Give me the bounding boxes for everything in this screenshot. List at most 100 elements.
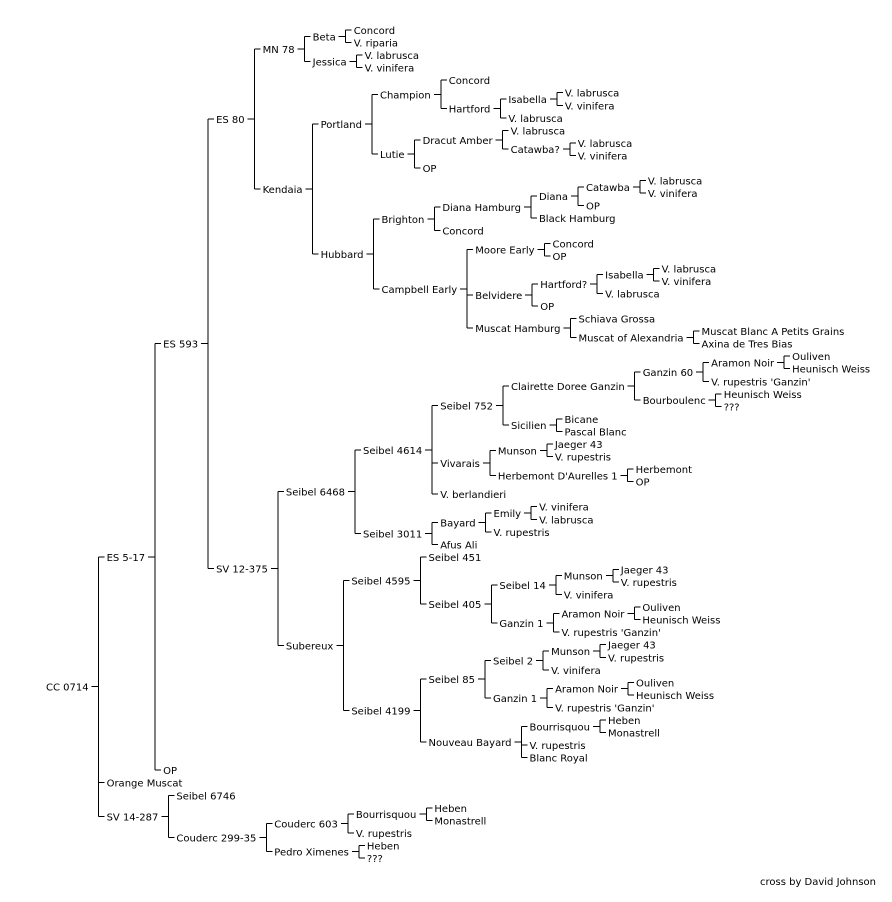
- node-v-rupestris: V. rupestris: [494, 528, 550, 539]
- node-heben: Heben: [434, 804, 467, 815]
- node-schiava-grossa: Schiava Grossa: [578, 315, 655, 326]
- node-munson: Munson: [564, 572, 603, 583]
- node-blanc-royal: Blanc Royal: [529, 754, 587, 765]
- node-concord: Concord: [354, 26, 395, 37]
- node-v-labrusca: V. labrusca: [648, 177, 702, 188]
- node-op: OP: [553, 252, 567, 263]
- node-seibel-6746: Seibel 6746: [176, 791, 235, 802]
- node-v-labrusca: V. labrusca: [662, 264, 716, 275]
- node-muscat-blanc-a-petits-grains: Muscat Blanc A Petits Grains: [702, 327, 845, 338]
- node-kendaia: Kendaia: [263, 185, 303, 196]
- node-catawba: Catawba: [586, 183, 630, 194]
- node-op: OP: [423, 164, 437, 175]
- node-munson: Munson: [498, 446, 537, 457]
- node-aramon-noir: Aramon Noir: [561, 609, 625, 620]
- node-v-rupestris-ganzin: V. rupestris 'Ganzin': [555, 703, 654, 714]
- node-ouliven: Ouliven: [636, 678, 674, 689]
- node-ouliven: Ouliven: [792, 352, 830, 363]
- node-portland: Portland: [321, 120, 362, 131]
- node-lutie: Lutie: [380, 150, 405, 161]
- node-clairette-doree-ganzin: Clairette Doree Ganzin: [511, 382, 625, 393]
- node-v-rupestris-ganzin: V. rupestris 'Ganzin': [711, 377, 810, 388]
- node-es-593: ES 593: [163, 340, 198, 351]
- node-bayard: Bayard: [440, 518, 475, 529]
- node-es-80: ES 80: [216, 115, 245, 126]
- node-heunisch-weiss: Heunisch Weiss: [642, 616, 720, 627]
- node-mn-78: MN 78: [263, 45, 295, 56]
- node-v-vinifera: V. vinifera: [578, 151, 628, 162]
- node-seibel-2: Seibel 2: [493, 656, 533, 667]
- node-v-rupestris: V. rupestris: [529, 741, 585, 752]
- node-bicane: Bicane: [564, 415, 598, 426]
- node-sv-14-287: SV 14-287: [107, 812, 159, 823]
- node-nouveau-bayard: Nouveau Bayard: [429, 738, 512, 749]
- node-isabella: Isabella: [605, 271, 643, 282]
- node-ganzin-1: Ganzin 1: [493, 694, 537, 705]
- node-op: OP: [163, 766, 177, 777]
- node-bourboulenc: Bourboulenc: [643, 396, 706, 407]
- node-jaeger-43: Jaeger 43: [554, 440, 603, 451]
- node-v-rupestris: V. rupestris: [356, 829, 412, 840]
- node-heunisch-weiss: Heunisch Weiss: [636, 691, 714, 702]
- node-v-rupestris: V. rupestris: [555, 453, 611, 464]
- node-v-vinifera: V. vinifera: [648, 189, 698, 200]
- node-muscat-of-alexandria: Muscat of Alexandria: [578, 333, 683, 344]
- node-ganzin-60: Ganzin 60: [643, 368, 693, 379]
- node-es-5-17: ES 5-17: [107, 553, 146, 564]
- node-jaeger-43: Jaeger 43: [620, 565, 669, 576]
- node-heunisch-weiss: Heunisch Weiss: [724, 390, 802, 401]
- node-seibel-4614: Seibel 4614: [363, 446, 422, 457]
- node-afus-ali: Afus Ali: [440, 540, 477, 551]
- node-v-rupestris: V. rupestris: [621, 578, 677, 589]
- node-emily: Emily: [494, 509, 522, 520]
- node-unknown: ???: [724, 402, 740, 413]
- node-seibel-405: Seibel 405: [429, 600, 482, 611]
- node-v-vinifera: V. vinifera: [564, 591, 614, 602]
- node-couderc-299-35: Couderc 299-35: [176, 834, 256, 845]
- node-beta: Beta: [313, 32, 336, 43]
- node-op: OP: [540, 302, 554, 313]
- node-monastrell: Monastrell: [434, 816, 486, 827]
- node-jessica: Jessica: [312, 57, 347, 68]
- node-v-vinifera: V. vinifera: [662, 277, 712, 288]
- node-monastrell: Monastrell: [608, 729, 660, 740]
- node-couderc-603: Couderc 603: [274, 820, 338, 831]
- node-subereux: Subereux: [286, 642, 334, 653]
- node-catawba: Catawba?: [511, 145, 560, 156]
- node-heben: Heben: [608, 716, 641, 727]
- node-sicilien: Sicilien: [511, 421, 546, 432]
- node-v-labrusca: V. labrusca: [565, 89, 619, 100]
- node-concord: Concord: [553, 239, 594, 250]
- node-hartford: Hartford: [449, 104, 491, 115]
- node-munson: Munson: [551, 647, 590, 658]
- node-jaeger-43: Jaeger 43: [607, 641, 656, 652]
- node-moore-early: Moore Early: [475, 246, 534, 257]
- node-heben: Heben: [367, 841, 400, 852]
- node-seibel-85: Seibel 85: [429, 675, 475, 686]
- node-v-rupestris-ganzin: V. rupestris 'Ganzin': [561, 628, 660, 639]
- node-v-labrusca: V. labrusca: [511, 126, 565, 137]
- node-heunisch-weiss: Heunisch Weiss: [792, 365, 870, 376]
- node-dracut-amber: Dracut Amber: [423, 136, 494, 147]
- node-op: OP: [586, 202, 600, 213]
- node-concord: Concord: [449, 76, 490, 87]
- node-herbemont-d-aurelles-1: Herbemont D'Aurelles 1: [498, 471, 618, 482]
- node-concord: Concord: [442, 227, 483, 238]
- node-diana: Diana: [539, 192, 568, 203]
- node-isabella: Isabella: [508, 95, 546, 106]
- node-seibel-4199: Seibel 4199: [351, 707, 410, 718]
- node-bourrisquou: Bourrisquou: [356, 810, 417, 821]
- node-v-labrusca: V. labrusca: [365, 51, 419, 62]
- node-brighton: Brighton: [382, 215, 425, 226]
- node-champion: Champion: [380, 90, 431, 101]
- node-v-vinifera: V. vinifera: [365, 64, 415, 75]
- node-aramon-noir: Aramon Noir: [711, 358, 775, 369]
- node-hubbard: Hubbard: [321, 250, 364, 261]
- node-v-vinifera: V. vinifera: [551, 666, 601, 677]
- node-bourrisquou: Bourrisquou: [529, 722, 590, 733]
- node-op: OP: [636, 478, 650, 489]
- node-seibel-6468: Seibel 6468: [286, 488, 345, 499]
- node-campbell-early: Campbell Early: [382, 285, 458, 296]
- node-v-labrusca: V. labrusca: [605, 289, 659, 300]
